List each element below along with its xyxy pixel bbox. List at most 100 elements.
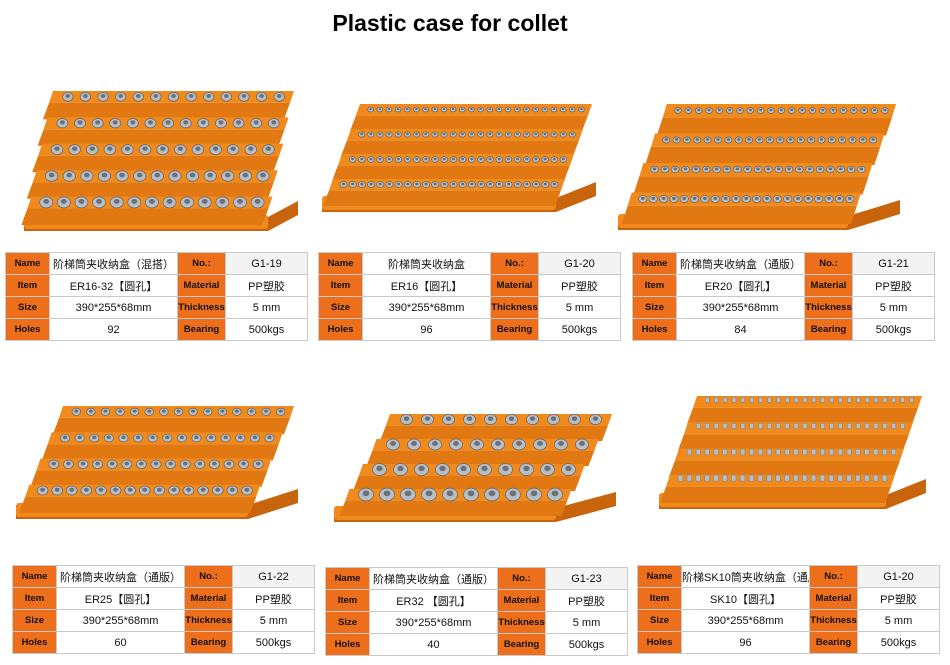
bearing-value: 500kgs: [538, 318, 621, 341]
bearing-value: 500kgs: [232, 631, 315, 654]
label-no: No.:: [177, 252, 226, 275]
holes-value: 96: [681, 631, 810, 654]
bearing-value: 500kgs: [857, 631, 940, 654]
label-holes: Holes: [632, 318, 677, 341]
label-thickness: Thickness: [177, 296, 226, 319]
spec-table-2: Name 阶梯筒夹收纳盒 No.: G1-20 Item ER16【圆孔】 Ma…: [318, 252, 621, 341]
material-value: PP塑胶: [545, 589, 628, 612]
no-value: G1-19: [225, 252, 308, 275]
spec-table-3: Name 阶梯筒夹收纳盒（通版） No.: G1-21 Item ER20【圆孔…: [632, 252, 935, 341]
label-thickness: Thickness: [809, 609, 858, 632]
label-no: No.:: [497, 567, 546, 590]
label-name: Name: [637, 565, 682, 588]
label-no: No.:: [804, 252, 853, 275]
size-value: 390*255*68mm: [56, 609, 185, 632]
label-size: Size: [12, 609, 57, 632]
label-material: Material: [177, 274, 226, 297]
thickness-value: 5 mm: [857, 609, 940, 632]
label-bearing: Bearing: [809, 631, 858, 654]
tray-photo-6: [659, 396, 926, 509]
label-bearing: Bearing: [490, 318, 539, 341]
thickness-value: 5 mm: [852, 296, 935, 319]
tray-photo-1: [21, 91, 298, 231]
size-value: 390*255*68mm: [369, 611, 498, 634]
name-value: 阶梯筒夹收纳盒: [362, 252, 491, 275]
label-name: Name: [325, 567, 370, 590]
label-size: Size: [637, 609, 682, 632]
label-bearing: Bearing: [184, 631, 233, 654]
no-value: G1-20: [538, 252, 621, 275]
label-size: Size: [632, 296, 677, 319]
label-holes: Holes: [318, 318, 363, 341]
thickness-value: 5 mm: [225, 296, 308, 319]
holes-value: 84: [676, 318, 805, 341]
name-value: 阶梯SK10筒夹收纳盒（通版）: [681, 565, 810, 588]
label-material: Material: [804, 274, 853, 297]
label-item: Item: [632, 274, 677, 297]
tray-photo-4: [16, 406, 298, 519]
size-value: 390*255*68mm: [362, 296, 491, 319]
holes-value: 96: [362, 318, 491, 341]
label-holes: Holes: [5, 318, 50, 341]
label-item: Item: [325, 589, 370, 612]
label-item: Item: [5, 274, 50, 297]
label-material: Material: [809, 587, 858, 610]
label-material: Material: [497, 589, 546, 612]
label-bearing: Bearing: [497, 633, 546, 656]
label-no: No.:: [184, 565, 233, 588]
bearing-value: 500kgs: [545, 633, 628, 656]
spec-table-6: Name 阶梯SK10筒夹收纳盒（通版） No.: G1-20 Item SK1…: [637, 565, 940, 654]
name-value: 阶梯筒夹收纳盒（混搭）: [49, 252, 178, 275]
spec-table-5: Name 阶梯筒夹收纳盒（通版） No.: G1-23 Item ER32 【圆…: [325, 567, 628, 656]
material-value: PP塑胶: [857, 587, 940, 610]
name-value: 阶梯筒夹收纳盒（通版）: [676, 252, 805, 275]
no-value: G1-22: [232, 565, 315, 588]
label-material: Material: [490, 274, 539, 297]
name-value: 阶梯筒夹收纳盒（通版）: [56, 565, 185, 588]
no-value: G1-21: [852, 252, 935, 275]
holes-value: 92: [49, 318, 178, 341]
tray-photo-2: [322, 104, 596, 212]
label-material: Material: [184, 587, 233, 610]
tray-photo-3: [618, 104, 900, 230]
label-name: Name: [5, 252, 50, 275]
spec-table-1: Name 阶梯筒夹收纳盒（混搭） No.: G1-19 Item ER16-32…: [5, 252, 308, 341]
no-value: G1-20: [857, 565, 940, 588]
thickness-value: 5 mm: [232, 609, 315, 632]
label-name: Name: [632, 252, 677, 275]
label-holes: Holes: [325, 633, 370, 656]
tray-photo-5: [334, 414, 616, 522]
label-name: Name: [12, 565, 57, 588]
label-size: Size: [5, 296, 50, 319]
page-title: Plastic case for collet: [332, 10, 568, 36]
material-value: PP塑胶: [852, 274, 935, 297]
size-value: 390*255*68mm: [676, 296, 805, 319]
item-value: SK10【圆孔】: [681, 587, 810, 610]
label-thickness: Thickness: [490, 296, 539, 319]
item-value: ER16-32【圆孔】: [49, 274, 178, 297]
item-value: ER16【圆孔】: [362, 274, 491, 297]
item-value: ER25【圆孔】: [56, 587, 185, 610]
label-item: Item: [637, 587, 682, 610]
material-value: PP塑胶: [232, 587, 315, 610]
label-size: Size: [325, 611, 370, 634]
label-no: No.:: [809, 565, 858, 588]
bearing-value: 500kgs: [225, 318, 308, 341]
material-value: PP塑胶: [538, 274, 621, 297]
label-thickness: Thickness: [804, 296, 853, 319]
no-value: G1-23: [545, 567, 628, 590]
bearing-value: 500kgs: [852, 318, 935, 341]
size-value: 390*255*68mm: [49, 296, 178, 319]
holes-value: 40: [369, 633, 498, 656]
label-bearing: Bearing: [177, 318, 226, 341]
size-value: 390*255*68mm: [681, 609, 810, 632]
label-item: Item: [318, 274, 363, 297]
label-bearing: Bearing: [804, 318, 853, 341]
label-holes: Holes: [637, 631, 682, 654]
label-thickness: Thickness: [497, 611, 546, 634]
material-value: PP塑胶: [225, 274, 308, 297]
label-thickness: Thickness: [184, 609, 233, 632]
label-name: Name: [318, 252, 363, 275]
label-size: Size: [318, 296, 363, 319]
name-value: 阶梯筒夹收纳盒（通版）: [369, 567, 498, 590]
